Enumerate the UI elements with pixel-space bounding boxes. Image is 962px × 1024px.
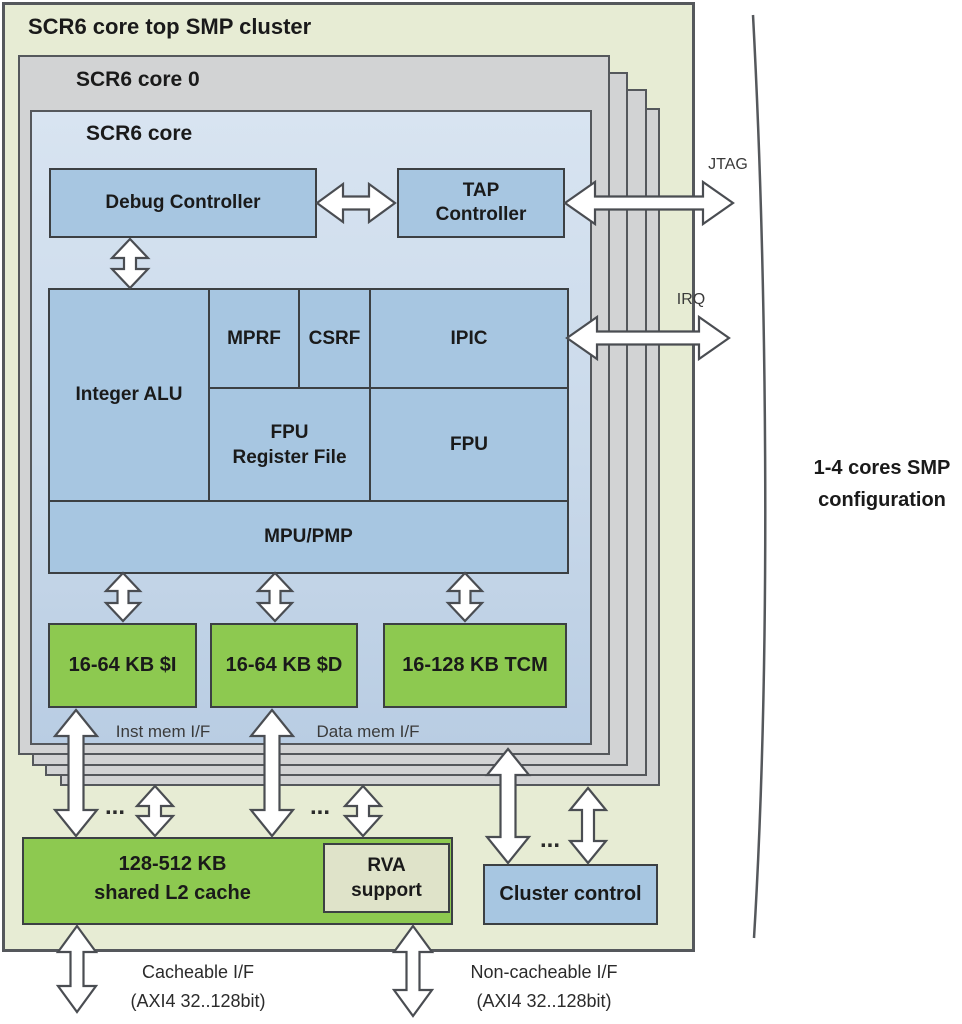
dcache-block: 16-64 KB $D: [210, 623, 358, 708]
tap-controller-block: TAP Controller: [397, 168, 565, 238]
core0-label: SCR6 core 0: [76, 68, 200, 91]
csrf-cell: CSRF: [308, 327, 361, 349]
divider: [369, 290, 371, 502]
l2-cache-label: 128-512 KB shared L2 cache: [94, 853, 251, 904]
execution-cluster-box: Integer ALU MPRF CSRF IPIC FPU Register …: [48, 288, 569, 574]
ellipsis-1: ...: [104, 793, 125, 820]
smp-config-label: 1-4 cores SMP configuration: [813, 457, 951, 511]
ellipsis-3: ...: [539, 826, 560, 853]
cluster-title: SCR6 core top SMP cluster: [28, 14, 312, 39]
inst-mem-label: Inst mem I/F: [115, 722, 211, 741]
jtag-label: JTAG: [708, 156, 748, 173]
tap-label-line2: Controller: [435, 204, 527, 225]
divider: [208, 387, 567, 389]
divider: [298, 290, 300, 387]
mprf-cell: MPRF: [227, 327, 281, 349]
irq-label: IRQ: [676, 291, 706, 308]
divider: [50, 500, 567, 502]
tap-label-line1: TAP: [462, 180, 500, 201]
rva-support-block: RVA support: [323, 843, 450, 913]
core-label: SCR6 core: [86, 122, 193, 145]
data-mem-label: Data mem I/F: [316, 722, 420, 741]
cacheable-label: Cacheable I/F (AXI4 32..128bit): [130, 962, 266, 1011]
noncacheable-label: Non-cacheable I/F (AXI4 32..128bit): [470, 962, 618, 1011]
icache-block: 16-64 KB $I: [48, 623, 197, 708]
divider: [208, 290, 210, 502]
fpu-cell: FPU: [450, 433, 488, 455]
smp-bracket-line: [751, 14, 767, 939]
integer-alu-cell: Integer ALU: [75, 384, 183, 405]
cluster-control-block: Cluster control: [483, 864, 658, 925]
mpu-pmp-cell: MPU/PMP: [264, 526, 353, 547]
ipic-cell: IPIC: [450, 327, 488, 349]
ellipsis-2: ...: [309, 793, 330, 820]
tcm-block: 16-128 KB TCM: [383, 623, 567, 708]
debug-controller-block: Debug Controller: [49, 168, 317, 238]
fpu-register-file-cell: FPU Register File: [232, 421, 347, 468]
